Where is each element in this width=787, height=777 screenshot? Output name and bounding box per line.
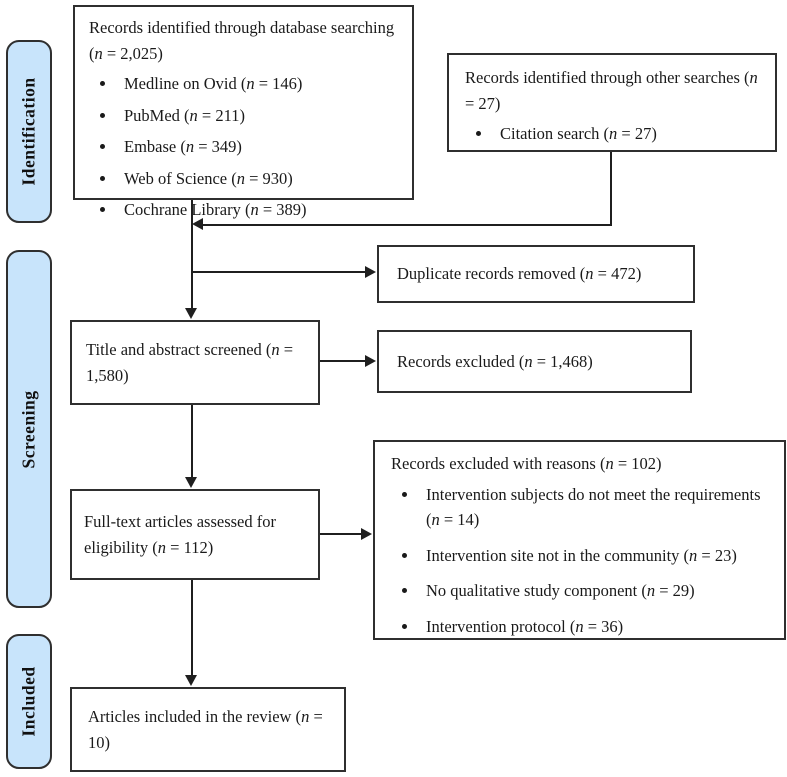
box-database-records: Records identified through database sear…: [73, 5, 414, 219]
arrowhead-included: [185, 675, 197, 686]
connector-merge-horizontal: [203, 224, 612, 226]
arrowhead-merge-left: [192, 218, 203, 230]
bullet-item: Intervention subjects do not meet the re…: [419, 482, 778, 533]
connector-fulltext-down: [191, 580, 193, 676]
box-title: Records identified through other searche…: [465, 68, 758, 113]
box-records-excluded: Records excluded (n = 1,468): [377, 330, 692, 393]
bullet-item: Intervention site not in the community (…: [419, 543, 778, 569]
arrowhead-excluded: [365, 355, 376, 367]
box-title: Articles included in the review (n = 10): [88, 706, 323, 752]
box-duplicates-removed: Duplicate records removed (n = 472): [377, 245, 695, 303]
bullet-list: Medline on Ovid (n = 146) PubMed (n = 211…: [89, 71, 400, 223]
bullet-item: Embase (n = 349): [117, 134, 400, 160]
bullet-item: Medline on Ovid (n = 146): [117, 71, 400, 97]
arrowhead-screened: [185, 308, 197, 319]
box-title: Records excluded (n = 1,468): [397, 351, 593, 371]
box-title: Records identified through database sear…: [89, 18, 395, 63]
connector-to-duplicates: [192, 271, 365, 273]
box-articles-included: Articles included in the review (n = 10): [70, 687, 346, 772]
bullet-item: PubMed (n = 211): [117, 103, 400, 129]
connector-to-reasons: [320, 533, 361, 535]
connector-screened-down: [191, 405, 193, 478]
connector-other-down: [610, 152, 612, 226]
arrowhead-fulltext: [185, 477, 197, 488]
box-title: Full-text articles assessed for eligibil…: [84, 511, 276, 557]
bullet-item: Citation search (n = 27): [493, 121, 765, 147]
box-title: Title and abstract screened (n = 1,580): [86, 339, 294, 385]
bullet-item: Intervention protocol (n = 36): [419, 614, 778, 640]
box-fulltext-assessed: Full-text articles assessed for eligibil…: [70, 489, 320, 580]
connector-database-down: [191, 200, 193, 310]
box-title: Records excluded with reasons (n = 102): [391, 454, 662, 473]
stage-label-text: Included: [18, 666, 39, 737]
arrowhead-duplicates: [365, 266, 376, 278]
bullet-item: Cochrane Library (n = 389): [117, 197, 400, 223]
stage-label-text: Identification: [18, 77, 39, 186]
stage-label-included: Included: [6, 634, 52, 769]
stage-label-identification: Identification: [6, 40, 52, 223]
box-excluded-with-reasons: Records excluded with reasons (n = 102) …: [373, 440, 786, 640]
bullet-item: Web of Science (n = 930): [117, 166, 400, 192]
bullet-list: Intervention subjects do not meet the re…: [391, 482, 778, 640]
box-title-abstract-screened: Title and abstract screened (n = 1,580): [70, 320, 320, 405]
box-title: Duplicate records removed (n = 472): [397, 264, 642, 284]
stage-label-screening: Screening: [6, 250, 52, 608]
arrowhead-reasons: [361, 528, 372, 540]
bullet-list: Citation search (n = 27): [465, 121, 765, 147]
stage-label-text: Screening: [18, 389, 39, 469]
connector-to-excluded: [320, 360, 365, 362]
bullet-item: No qualitative study component (n = 29): [419, 578, 778, 604]
box-other-records: Records identified through other searche…: [447, 53, 777, 152]
